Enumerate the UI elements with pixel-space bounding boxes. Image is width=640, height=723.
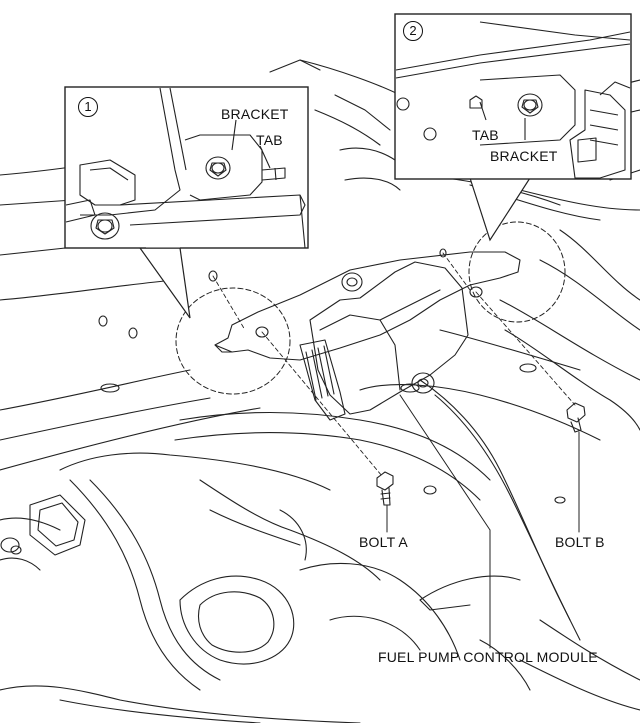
bolt-a-label: BOLT A [359, 534, 408, 550]
detail-highlight-circles [175, 221, 566, 395]
tab-label-detail-2: TAB [472, 127, 499, 143]
label-leader-lines [386, 394, 580, 649]
bracket-drawing [214, 251, 521, 361]
module-drawing [299, 261, 469, 421]
floor-panel-lines [0, 59, 640, 723]
bolt-a-drawing [376, 471, 394, 506]
bolt-b-drawing [566, 402, 586, 433]
installation-dashed-lines [212, 252, 576, 477]
bolt-b-label: BOLT B [555, 534, 605, 550]
fuel-pump-control-module-label: FUEL PUMP CONTROL MODULE [378, 649, 598, 665]
detail-view-2 [394, 13, 632, 242]
detail-1-callout-number: 1 [78, 97, 98, 117]
detail-view-1 [64, 86, 309, 319]
detail-2-callout-number: 2 [403, 21, 423, 41]
bracket-label-detail-2: BRACKET [490, 148, 558, 164]
bracket-label-detail-1: BRACKET [221, 106, 289, 122]
tab-label-detail-1: TAB [256, 132, 283, 148]
